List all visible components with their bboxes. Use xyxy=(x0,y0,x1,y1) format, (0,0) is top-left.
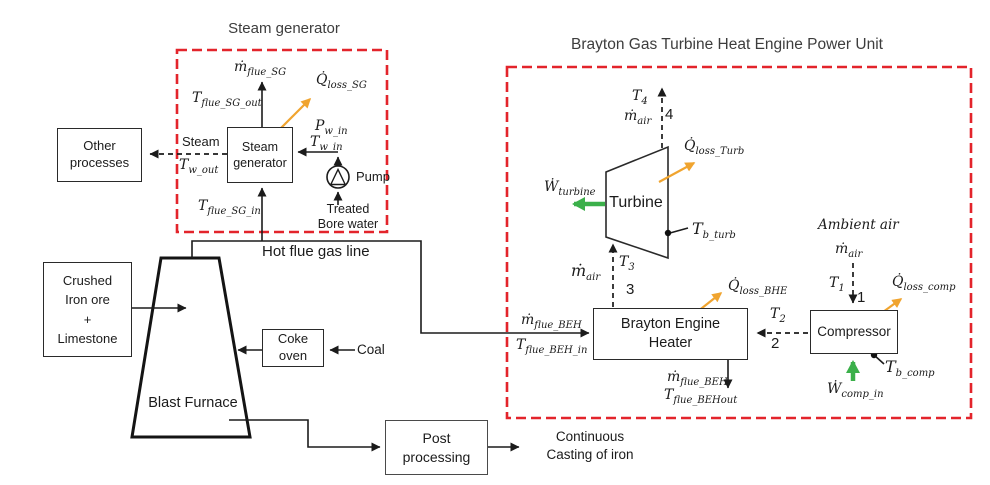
feed-box: Crushed Iron ore + Limestone xyxy=(43,262,132,357)
dot-t-b-turb xyxy=(664,229,672,237)
label-q-loss-turb: Q̇loss_Turb xyxy=(684,138,745,157)
label-m-air-4: ṁair xyxy=(624,108,652,127)
label-t-flue-sg-in: Tflue_SG_in xyxy=(198,198,261,217)
label-w-turbine: Ẇturbine xyxy=(544,179,596,198)
label-t-flue-sg-out: Tflue_SG_out xyxy=(192,90,262,109)
steam-label: Steam xyxy=(182,134,220,149)
label-t-flue-behout: Tflue_BEHout xyxy=(664,387,738,406)
label-t-flue-beh-in: Tflue_BEH_in xyxy=(516,337,588,356)
label-t-b-turb: Tb_turb xyxy=(692,219,736,242)
line-hot-flue-pipe xyxy=(191,240,590,338)
stream-number-2: 2 xyxy=(771,335,780,352)
stream-number-3: 3 xyxy=(626,281,635,298)
label-t-w-in: Tw_in xyxy=(310,134,343,153)
label-t-b-comp: Tb_comp xyxy=(885,357,935,380)
label-t2: T2 xyxy=(770,306,786,325)
label-w-comp-in: Ẇcomp_in xyxy=(827,381,884,400)
casting-label: Continuous Casting of iron xyxy=(546,429,634,463)
pump-label: Pump xyxy=(356,169,390,184)
ambient-air-label: Ambient air xyxy=(818,217,899,233)
compressor-box: Compressor xyxy=(810,310,898,354)
label-m-flue-beh-in: ṁflue_BEH xyxy=(521,312,582,331)
arrow-q-loss-turb xyxy=(658,162,696,183)
label-m-flue-beh-out: ṁflue_BEH xyxy=(667,369,728,388)
pump-icon xyxy=(326,165,350,189)
label-t3: T3 xyxy=(619,254,635,273)
treated-bore-water-label: Treated Bore water xyxy=(317,202,379,231)
blast-furnace-shape xyxy=(130,256,252,439)
other-processes-box: Other processes xyxy=(57,128,142,182)
label-t-w-out: Tw_out xyxy=(179,157,219,176)
blast-furnace-label: Blast Furnace xyxy=(148,395,238,411)
tick-t-b-turb xyxy=(669,227,689,234)
turbine-label: Turbine xyxy=(609,194,663,211)
arrow-q-loss-sg xyxy=(276,97,312,133)
stream-number-4: 4 xyxy=(665,106,674,123)
post-processing-box: Post processing xyxy=(385,420,488,475)
steam-generator-boundary xyxy=(175,48,389,234)
label-p-w-in: Pw_in xyxy=(315,118,348,137)
label-m-air-3: ṁair xyxy=(571,261,601,284)
brayton-unit-boundary xyxy=(505,65,973,420)
turbine-shape xyxy=(605,145,669,260)
coal-label: Coal xyxy=(357,342,385,357)
label-t4: T4 xyxy=(632,88,648,107)
label-q-loss-comp: Q̇loss_comp xyxy=(892,274,956,293)
label-q-loss-sg: Q̇loss_SG xyxy=(316,72,367,91)
steam-generator-box: Steam generator xyxy=(227,127,293,183)
brayton-unit-title: Brayton Gas Turbine Heat Engine Power Un… xyxy=(571,36,883,53)
label-q-loss-bhe: Q̇loss_BHE xyxy=(728,278,788,297)
brayton-engine-heater-box: Brayton Engine Heater xyxy=(593,308,748,360)
label-m-air-1: ṁair xyxy=(835,241,863,260)
label-m-flue-sg: ṁflue_SG xyxy=(234,59,287,78)
coke-oven-box: Coke oven xyxy=(262,329,324,367)
label-t1: T1 xyxy=(829,275,845,294)
line-furnace-to-post xyxy=(229,419,381,452)
steam-generator-title: Steam generator xyxy=(228,20,340,37)
stream-number-1: 1 xyxy=(857,289,866,306)
hot-flue-gas-line-label: Hot flue gas line xyxy=(262,243,370,260)
